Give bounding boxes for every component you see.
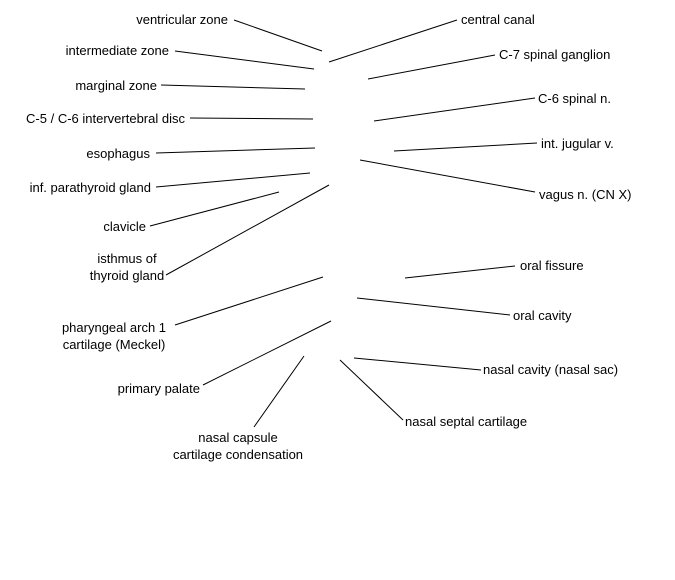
label-capsule-line2: cartilage condensation [172,447,304,462]
label-isthmus-thyroid: isthmus of thyroid gland [72,250,182,284]
leader-intervertebral-disc [189,117,314,120]
leader-nasal-cavity [353,357,482,371]
label-intervertebral-disc: C-5 / C-6 intervertebral disc [26,111,185,126]
leader-oral-fissure [404,265,516,279]
label-parathyroid-gland: inf. parathyroid gland [29,180,151,195]
leader-jugular [393,142,538,152]
label-marginal-zone: marginal zone [75,78,157,93]
label-nasal-cavity: nasal cavity (nasal sac) [483,362,619,377]
leader-primary-palate [202,320,332,386]
label-vagus-nerve: vagus n. (CN X) [539,187,632,202]
leader-ventricular-zone [233,19,323,52]
label-isthmus-line2: thyroid gland [89,268,165,283]
leader-vagus [359,159,536,193]
leader-central-canal [328,19,458,63]
leader-marginal-zone [160,84,306,90]
label-intermediate-zone: intermediate zone [65,43,169,58]
leader-clavicle [149,191,280,227]
label-nasal-capsule: nasal capsule cartilage condensation [158,429,318,463]
label-clavicle: clavicle [103,219,146,234]
leader-esophagus [155,147,316,154]
leader-pharyngeal-arch [174,276,324,326]
label-central-canal: central canal [461,12,535,27]
leader-septal-cartilage [339,359,404,421]
label-isthmus-line1: isthmus of [97,251,157,266]
label-spinal-nerve: C-6 spinal n. [538,91,611,106]
label-oral-cavity: oral cavity [513,308,572,323]
leader-spinal-nerve [373,97,536,122]
leader-parathyroid [155,172,311,188]
label-spinal-ganglion: C-7 spinal ganglion [499,47,611,62]
label-pharyngeal-arch: pharyngeal arch 1 cartilage (Meckel) [42,319,186,353]
leader-oral-cavity [356,297,511,316]
leader-spinal-ganglion [367,54,496,80]
label-primary-palate: primary palate [117,381,200,396]
label-arch-line2: cartilage (Meckel) [62,337,166,352]
leader-intermediate-zone [174,50,315,70]
label-arch-line1: pharyngeal arch 1 [61,320,167,335]
label-jugular-vein: int. jugular v. [541,136,614,151]
leader-nasal-capsule [253,355,305,428]
label-oral-fissure: oral fissure [520,258,584,273]
label-septal-cartilage: nasal septal cartilage [405,414,528,429]
label-capsule-line1: nasal capsule [198,430,278,445]
label-esophagus: esophagus [86,146,150,161]
leader-isthmus [165,184,330,276]
label-ventricular-zone: ventricular zone [136,12,228,27]
